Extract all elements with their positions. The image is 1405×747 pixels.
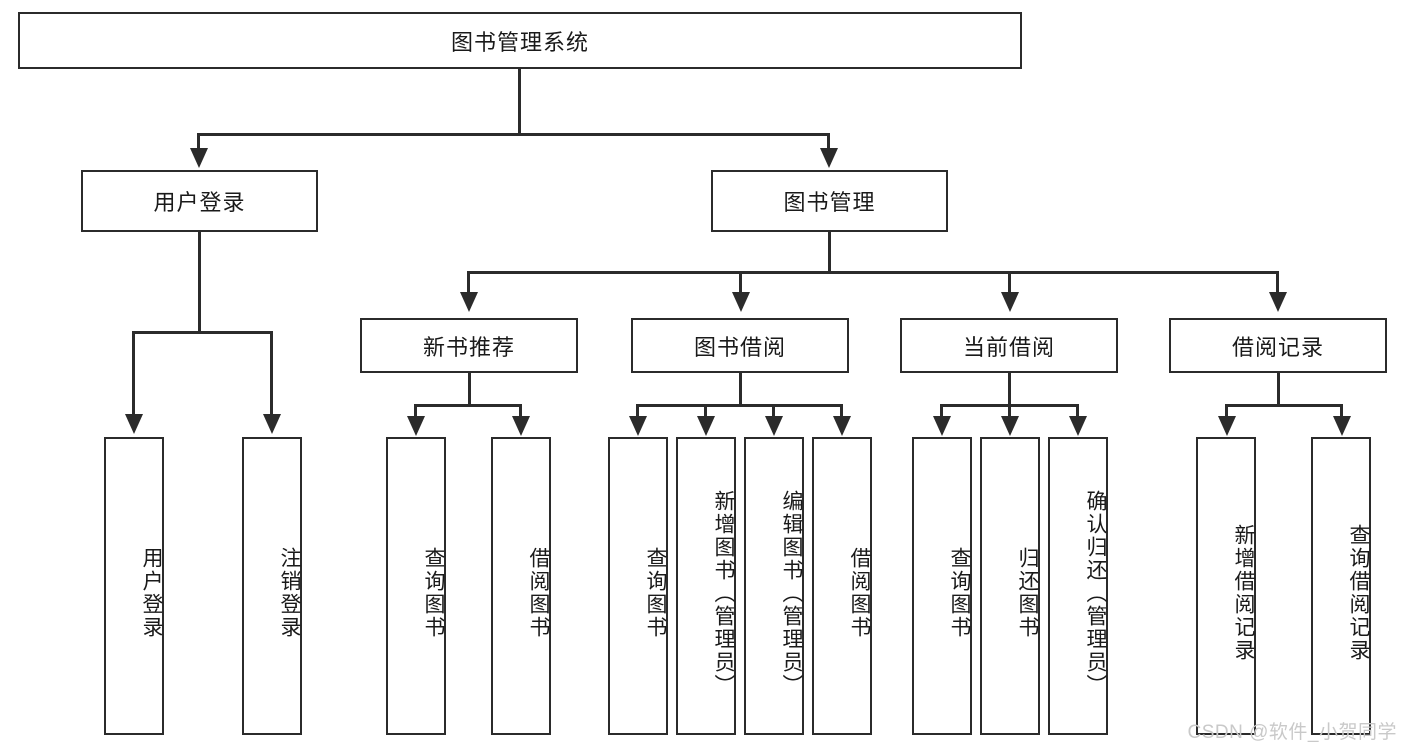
connector-bm-to-borrow-record xyxy=(1276,271,1279,298)
leaf-current-borrow-query-book[interactable]: 查询图书 xyxy=(912,437,972,735)
connector-bm-to-book-borrow xyxy=(739,271,742,298)
node-root-book-management-system[interactable]: 图书管理系统 xyxy=(18,12,1022,69)
arrow-bb-to-leaf-1 xyxy=(629,416,647,436)
node-label: 归还图书 xyxy=(1016,547,1039,639)
node-book-management[interactable]: 图书管理 xyxy=(711,170,948,232)
arrow-br-to-leaf-1 xyxy=(1218,416,1236,436)
connector-new-book-to-leaf-1 xyxy=(414,404,417,422)
connector-book-borrow-stem xyxy=(739,373,742,407)
leaf-user-login-signout[interactable]: 注销登录 xyxy=(242,437,302,735)
node-label: 查询图书 xyxy=(948,547,971,639)
arrow-new-book-to-leaf-1 xyxy=(407,416,425,436)
connector-book-management-bar xyxy=(467,271,1278,274)
node-label: 查询图书 xyxy=(422,547,445,639)
node-borrow-record[interactable]: 借阅记录 xyxy=(1169,318,1387,373)
node-label: 图书管理 xyxy=(783,190,876,215)
arrow-new-book-to-leaf-2 xyxy=(512,416,530,436)
leaf-book-borrow-query-book[interactable]: 查询图书 xyxy=(608,437,668,735)
node-label: 借阅记录 xyxy=(1231,334,1324,360)
arrow-bb-to-leaf-2 xyxy=(697,416,715,436)
node-label: 注销登录 xyxy=(278,547,301,639)
leaf-book-borrow-borrow-book[interactable]: 借阅图书 xyxy=(812,437,872,735)
arrow-cb-to-leaf-1 xyxy=(933,416,951,436)
connector-root-bar xyxy=(198,133,830,136)
connector-user-login-stem xyxy=(198,232,201,334)
connector-bb-to-leaf-2 xyxy=(704,404,707,422)
connector-br-to-leaf-1 xyxy=(1225,404,1228,422)
connector-book-borrow-bar xyxy=(637,404,843,407)
connector-root-stem xyxy=(518,69,521,135)
connector-br-to-leaf-2 xyxy=(1340,404,1343,422)
leaf-new-book-query-book[interactable]: 查询图书 xyxy=(386,437,446,735)
leaf-book-borrow-edit-book-admin[interactable]: 编辑图书（管理员） xyxy=(744,437,804,735)
leaf-book-borrow-add-book-admin[interactable]: 新增图书（管理员） xyxy=(676,437,736,735)
connector-new-book-bar xyxy=(415,404,522,407)
connector-bb-to-leaf-3 xyxy=(772,404,775,422)
arrow-bm-to-new-book xyxy=(460,292,478,312)
node-label: 确认归还（管理员） xyxy=(1084,489,1107,697)
arrow-bm-to-current-borrow xyxy=(1001,292,1019,312)
node-label: 新增图书（管理员） xyxy=(712,489,735,697)
node-label: 查询图书 xyxy=(644,547,667,639)
node-label: 编辑图书（管理员） xyxy=(780,489,803,697)
node-label: 当前借阅 xyxy=(962,334,1055,360)
connector-bb-to-leaf-4 xyxy=(840,404,843,422)
leaf-borrow-record-query-record[interactable]: 查询借阅记录 xyxy=(1311,437,1371,735)
connector-new-book-to-leaf-2 xyxy=(519,404,522,422)
node-label: 用户登录 xyxy=(153,190,246,215)
node-label: 新增借阅记录 xyxy=(1232,524,1255,662)
node-label: 查询借阅记录 xyxy=(1347,524,1370,662)
node-current-borrow[interactable]: 当前借阅 xyxy=(900,318,1118,373)
arrow-user-login-to-leaf-1 xyxy=(125,414,143,434)
leaf-borrow-record-add-record[interactable]: 新增借阅记录 xyxy=(1196,437,1256,735)
connector-cb-to-leaf-2 xyxy=(1008,404,1011,422)
arrow-br-to-leaf-2 xyxy=(1333,416,1351,436)
node-label: 新书推荐 xyxy=(422,334,515,360)
connector-borrow-record-stem xyxy=(1277,373,1280,407)
arrow-cb-to-leaf-3 xyxy=(1069,416,1087,436)
connector-cb-to-leaf-3 xyxy=(1076,404,1079,422)
node-label: 图书管理系统 xyxy=(450,29,589,55)
leaf-current-borrow-return-book[interactable]: 归还图书 xyxy=(980,437,1040,735)
node-user-login[interactable]: 用户登录 xyxy=(81,170,318,232)
node-new-book-recommend[interactable]: 新书推荐 xyxy=(360,318,578,373)
node-book-borrow[interactable]: 图书借阅 xyxy=(631,318,849,373)
node-label: 图书借阅 xyxy=(693,334,786,360)
arrow-user-login-to-leaf-2 xyxy=(263,414,281,434)
leaf-new-book-borrow-book[interactable]: 借阅图书 xyxy=(491,437,551,735)
connector-bm-to-current-borrow xyxy=(1008,271,1011,298)
connector-bb-to-leaf-1 xyxy=(636,404,639,422)
connector-new-book-stem xyxy=(468,373,471,407)
connector-root-to-book-management xyxy=(827,133,830,155)
leaf-user-login-signin[interactable]: 用户登录 xyxy=(104,437,164,735)
arrow-bm-to-book-borrow xyxy=(732,292,750,312)
connector-cb-to-leaf-1 xyxy=(940,404,943,422)
arrow-root-to-book-management xyxy=(820,148,838,168)
node-label: 借阅图书 xyxy=(527,547,550,639)
connector-user-login-bar xyxy=(133,331,273,334)
connector-user-login-to-leaf-1 xyxy=(132,331,135,418)
connector-current-borrow-stem xyxy=(1008,373,1011,407)
arrow-bb-to-leaf-3 xyxy=(765,416,783,436)
leaf-current-borrow-confirm-return-admin[interactable]: 确认归还（管理员） xyxy=(1048,437,1108,735)
arrow-cb-to-leaf-2 xyxy=(1001,416,1019,436)
node-label: 用户登录 xyxy=(140,547,163,639)
arrow-root-to-user-login xyxy=(190,148,208,168)
csdn-watermark: CSDN @软件_小贺同学 xyxy=(1187,722,1397,743)
connector-user-login-to-leaf-2 xyxy=(270,331,273,418)
arrow-bb-to-leaf-4 xyxy=(833,416,851,436)
arrow-bm-to-borrow-record xyxy=(1269,292,1287,312)
node-label: 借阅图书 xyxy=(848,547,871,639)
connector-borrow-record-bar xyxy=(1226,404,1343,407)
connector-bm-to-new-book xyxy=(467,271,470,298)
connector-book-management-stem xyxy=(828,232,831,274)
connector-root-to-user-login xyxy=(197,133,200,155)
